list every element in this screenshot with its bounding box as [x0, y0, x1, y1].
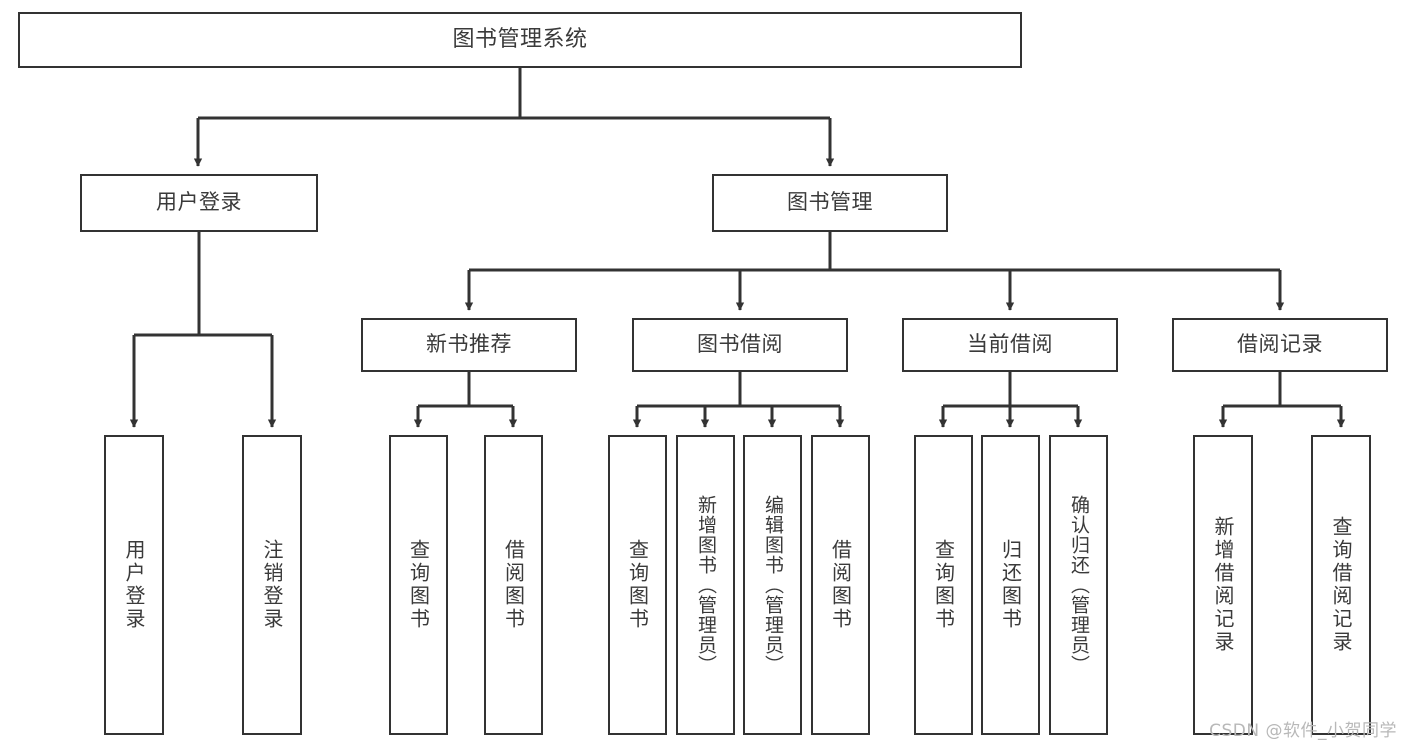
- node-leaf-confirm-return-admin[interactable]: 确认归还（管理员）: [1049, 435, 1108, 735]
- node-book-management-label: 图书管理: [787, 190, 873, 215]
- node-leaf-borrow-books-1-label: 借阅图书: [501, 539, 526, 631]
- node-leaf-query-books-3-label: 查询图书: [931, 539, 956, 631]
- node-leaf-add-book-admin-label: 新增图书（管理员）: [695, 495, 717, 675]
- node-new-book-recommendation-label: 新书推荐: [426, 332, 512, 357]
- node-leaf-query-books-1-label: 查询图书: [406, 539, 431, 631]
- node-leaf-user-login[interactable]: 用户登录: [104, 435, 164, 735]
- node-borrowing-records[interactable]: 借阅记录: [1172, 318, 1388, 372]
- node-book-borrowing[interactable]: 图书借阅: [632, 318, 848, 372]
- node-leaf-borrow-books-2-label: 借阅图书: [828, 539, 853, 631]
- node-leaf-confirm-return-admin-label: 确认归还（管理员）: [1068, 495, 1090, 675]
- node-leaf-borrow-books-1[interactable]: 借阅图书: [484, 435, 543, 735]
- node-leaf-return-books-label: 归还图书: [998, 539, 1023, 631]
- node-book-borrowing-label: 图书借阅: [697, 332, 783, 357]
- edge-root-to-level1: [193, 68, 835, 167]
- node-leaf-query-books-3[interactable]: 查询图书: [914, 435, 973, 735]
- node-leaf-query-books-2[interactable]: 查询图书: [608, 435, 667, 735]
- node-user-login[interactable]: 用户登录: [80, 174, 318, 232]
- node-leaf-add-borrow-record[interactable]: 新增借阅记录: [1193, 435, 1253, 735]
- node-leaf-user-login-label: 用户登录: [122, 539, 146, 631]
- node-leaf-query-borrow-record[interactable]: 查询借阅记录: [1311, 435, 1371, 735]
- node-borrowing-records-label: 借阅记录: [1237, 332, 1323, 357]
- node-leaf-edit-book-admin[interactable]: 编辑图书（管理员）: [743, 435, 802, 735]
- node-leaf-logout[interactable]: 注销登录: [242, 435, 302, 735]
- node-new-book-recommendation[interactable]: 新书推荐: [361, 318, 577, 372]
- edge-login-to-leaves: [129, 232, 277, 428]
- node-book-management[interactable]: 图书管理: [712, 174, 948, 232]
- edge-newbook-to-leaves: [413, 372, 518, 428]
- node-current-borrowing[interactable]: 当前借阅: [902, 318, 1118, 372]
- node-leaf-logout-label: 注销登录: [260, 539, 284, 631]
- node-current-borrowing-label: 当前借阅: [967, 332, 1053, 357]
- edge-borrow-to-leaves: [632, 372, 845, 428]
- watermark: CSDN @软件_小贺同学: [1209, 721, 1397, 741]
- node-root[interactable]: 图书管理系统: [18, 12, 1022, 68]
- node-root-label: 图书管理系统: [452, 26, 588, 52]
- node-leaf-query-books-1[interactable]: 查询图书: [389, 435, 448, 735]
- node-leaf-borrow-books-2[interactable]: 借阅图书: [811, 435, 870, 735]
- edge-records-to-leaves: [1218, 372, 1346, 428]
- edge-current-to-leaves: [938, 372, 1083, 428]
- node-leaf-edit-book-admin-label: 编辑图书（管理员）: [762, 495, 784, 675]
- node-leaf-query-borrow-record-label: 查询借阅记录: [1329, 516, 1353, 654]
- node-leaf-add-borrow-record-label: 新增借阅记录: [1211, 516, 1235, 654]
- edge-bookmgmt-to-level2: [464, 232, 1285, 311]
- node-leaf-query-books-2-label: 查询图书: [625, 539, 650, 631]
- node-user-login-label: 用户登录: [156, 190, 242, 215]
- node-leaf-return-books[interactable]: 归还图书: [981, 435, 1040, 735]
- node-leaf-add-book-admin[interactable]: 新增图书（管理员）: [676, 435, 735, 735]
